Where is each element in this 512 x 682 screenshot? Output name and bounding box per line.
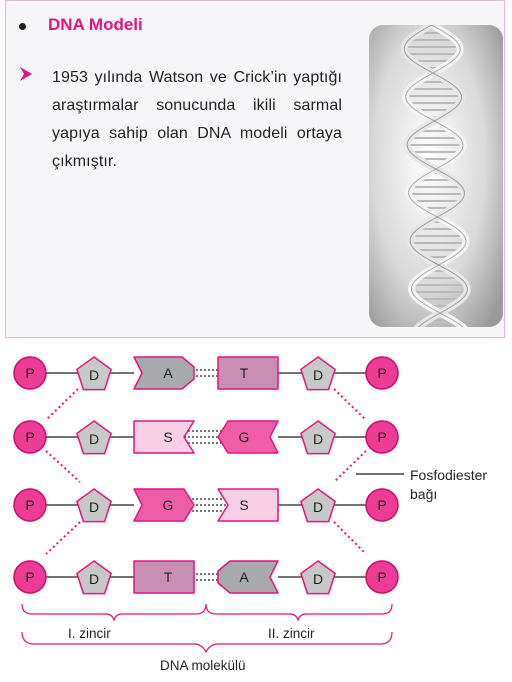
sugar-right-1-label: D bbox=[313, 367, 323, 383]
phosphodiester-links-left bbox=[45, 388, 81, 555]
sugar-left-3-label: D bbox=[89, 499, 99, 515]
sugar-right-3-label: D bbox=[313, 499, 323, 515]
bond-label-line1: Fosfodiester bbox=[410, 467, 487, 483]
phosphate-right-1 bbox=[365, 356, 399, 390]
sugar-right-4 bbox=[300, 560, 336, 595]
phosphate-left-3-label: P bbox=[25, 497, 34, 513]
base-right-1 bbox=[217, 356, 279, 390]
phosphate-right-2-label: P bbox=[377, 429, 386, 445]
arrow-bullet-icon bbox=[20, 67, 32, 81]
strand1-label: I. zincir bbox=[68, 626, 111, 641]
phosphodiester-links-right bbox=[333, 388, 367, 555]
sugar-left-2-label: D bbox=[89, 431, 99, 447]
sugar-right-2 bbox=[300, 420, 336, 455]
strand2-label: II. zincir bbox=[268, 626, 315, 641]
sugar-left-1 bbox=[76, 356, 112, 391]
phosphate-right-3 bbox=[365, 488, 399, 522]
base-left-4-label: T bbox=[164, 569, 173, 585]
phosphate-left-2-label: P bbox=[25, 429, 34, 445]
phosphate-left-1 bbox=[13, 356, 47, 390]
base-right-2 bbox=[217, 420, 279, 454]
sugar-left-3 bbox=[76, 488, 112, 523]
phosphate-left-2 bbox=[13, 420, 47, 454]
sugar-right-4-label: D bbox=[313, 571, 323, 587]
phosphate-right-1-label: P bbox=[377, 365, 386, 381]
sugar-left-2 bbox=[76, 420, 112, 455]
dna-helix-image bbox=[369, 25, 503, 327]
phosphate-left-3 bbox=[13, 488, 47, 522]
phosphate-right-4-label: P bbox=[377, 569, 386, 585]
base-left-1-label: A bbox=[163, 365, 173, 381]
strand1-brace bbox=[21, 603, 207, 622]
bullet-dot bbox=[19, 23, 26, 30]
base-right-3-label: S bbox=[239, 497, 248, 513]
base-left-2 bbox=[133, 420, 195, 454]
strand2-brace bbox=[205, 603, 393, 622]
dna-molecule-diagram: P D A T D P P D S G D P P D G S D P P D T A D P Fosfodiester… bbox=[13, 356, 487, 673]
section-title: DNA Modeli bbox=[48, 15, 143, 34]
phosphate-left-1-label: P bbox=[25, 365, 34, 381]
paragraph: 1953 yılında Watson ve Crick’in yaptığı … bbox=[52, 69, 342, 170]
base-right-1-label: T bbox=[240, 365, 249, 381]
phosphate-right-2 bbox=[365, 420, 399, 454]
phosphate-right-4 bbox=[365, 560, 399, 594]
base-right-4 bbox=[217, 560, 279, 594]
phosphate-left-4-label: P bbox=[25, 569, 34, 585]
sugar-left-4 bbox=[76, 560, 112, 595]
base-left-2-label: S bbox=[163, 429, 172, 445]
phosphate-left-4 bbox=[13, 560, 47, 594]
molecule-label: DNA molekülü bbox=[160, 658, 246, 673]
sugar-right-2-label: D bbox=[313, 431, 323, 447]
base-left-4 bbox=[133, 560, 195, 594]
bond-label-line2: bağı bbox=[410, 486, 437, 502]
sugar-left-1-label: D bbox=[89, 367, 99, 383]
sugar-right-1 bbox=[300, 356, 336, 391]
base-left-1 bbox=[133, 356, 195, 390]
molecule-brace bbox=[21, 631, 393, 654]
sugar-left-4-label: D bbox=[89, 571, 99, 587]
info-box: DNA Modeli 1953 yılında Watson ve Crick’… bbox=[5, 0, 505, 338]
phosphate-right-3-label: P bbox=[377, 497, 386, 513]
base-right-2-label: G bbox=[239, 429, 250, 445]
sugar-right-3 bbox=[300, 488, 336, 523]
base-right-4-label: A bbox=[239, 569, 249, 585]
base-left-3-label: G bbox=[163, 497, 174, 513]
base-right-3 bbox=[217, 488, 279, 522]
base-left-3 bbox=[133, 488, 195, 522]
